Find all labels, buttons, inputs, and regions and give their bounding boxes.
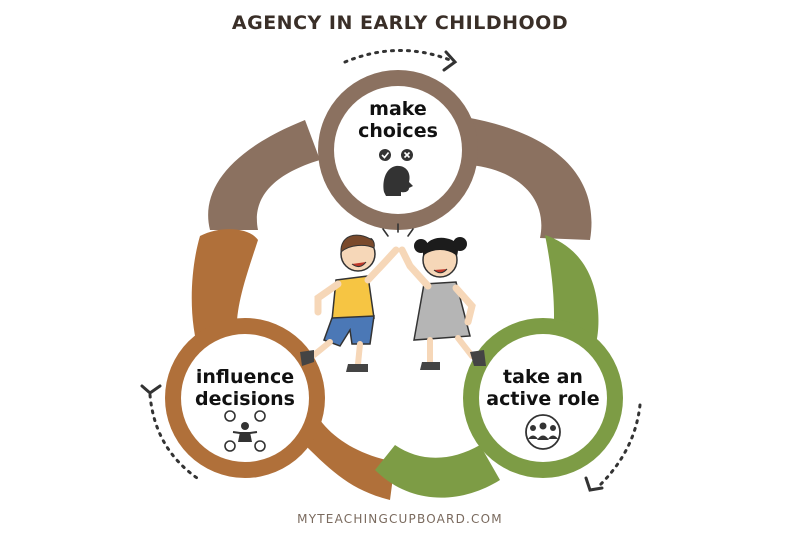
node-label-take-an-active-role: take an active role (463, 366, 623, 410)
top-node-inner (334, 86, 462, 214)
girl-figure (398, 237, 486, 370)
top-arm-brown-right (470, 118, 592, 240)
node-label-line2: active role (486, 388, 600, 410)
page-title: AGENCY IN EARLY CHILDHOOD (231, 12, 569, 34)
left-node-inner (181, 334, 309, 462)
site-footer: MYTEACHINGCUPBOARD.COM (297, 512, 503, 526)
dotted-arc-left (148, 393, 202, 482)
group-influence-icon (224, 410, 266, 452)
check-icon (379, 149, 391, 161)
node-label-line1: make (369, 98, 427, 120)
node-label-influence-decisions: influence decisions (165, 366, 325, 410)
dotted-arc-top (343, 48, 452, 64)
boy-figure (300, 234, 400, 372)
children-high-five-illustration (300, 223, 486, 372)
left-arm-orange-bottom (300, 420, 395, 500)
team-icon (525, 414, 561, 450)
bottom-arm-green (375, 445, 500, 498)
cross-icon (401, 149, 413, 161)
dotted-arc-right (598, 403, 642, 487)
node-label-line1: take an (503, 366, 583, 388)
top-arm-brown (208, 120, 320, 230)
arrow-head-top (442, 50, 458, 72)
arrow-head-right (584, 476, 604, 492)
node-label-line1: influence (195, 366, 295, 388)
head-choice-icon (383, 165, 413, 196)
node-label-line2: choices (358, 120, 438, 142)
right-node-inner (479, 334, 607, 462)
arrow-head-left (140, 384, 162, 395)
node-label-line2: decisions (195, 388, 295, 410)
node-label-make-choices: make choices (318, 98, 478, 142)
left-arm-orange (191, 229, 258, 355)
